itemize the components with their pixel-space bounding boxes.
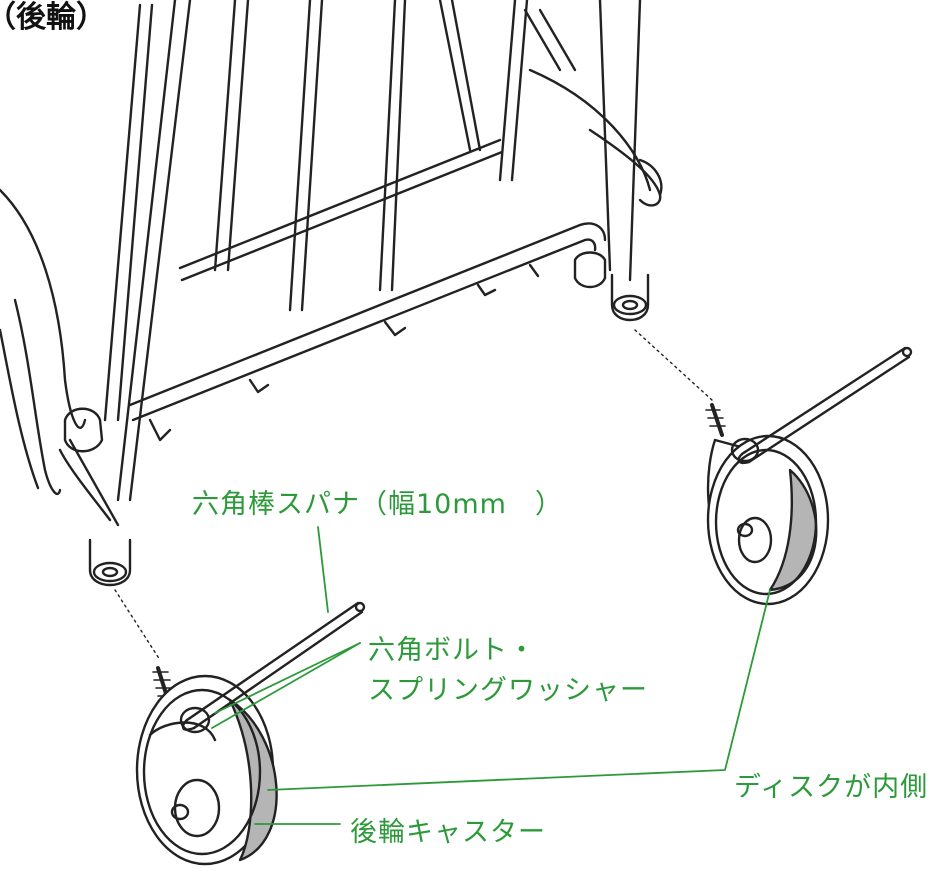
rear-caster-label: 後輪キャスター: [350, 817, 546, 848]
cart-bag-outline: [0, 68, 662, 496]
left-caster: [135, 666, 278, 866]
hex-bolt-label-line2: スプリングワッシャー: [368, 675, 648, 706]
right-caster: [705, 403, 830, 606]
frame-uprights: [103, 0, 642, 502]
disk-inside-label: ディスクが内側: [734, 772, 929, 803]
page-title: （後輪）: [0, 0, 106, 35]
leader-lines: [211, 526, 771, 825]
bottom-frame-bars: [128, 138, 607, 442]
alignment-dotted-lines: [114, 329, 713, 661]
right-hex-wrench: [737, 346, 913, 465]
hex-wrench-label: 六角棒スパナ（幅10mm ）: [192, 489, 563, 520]
left-foot-sleeve: [58, 407, 132, 587]
right-foot-sleeve: [573, 158, 663, 322]
hex-bolt-label-line1: 六角ボルト・: [368, 635, 536, 666]
left-caster-disk: [228, 698, 278, 862]
